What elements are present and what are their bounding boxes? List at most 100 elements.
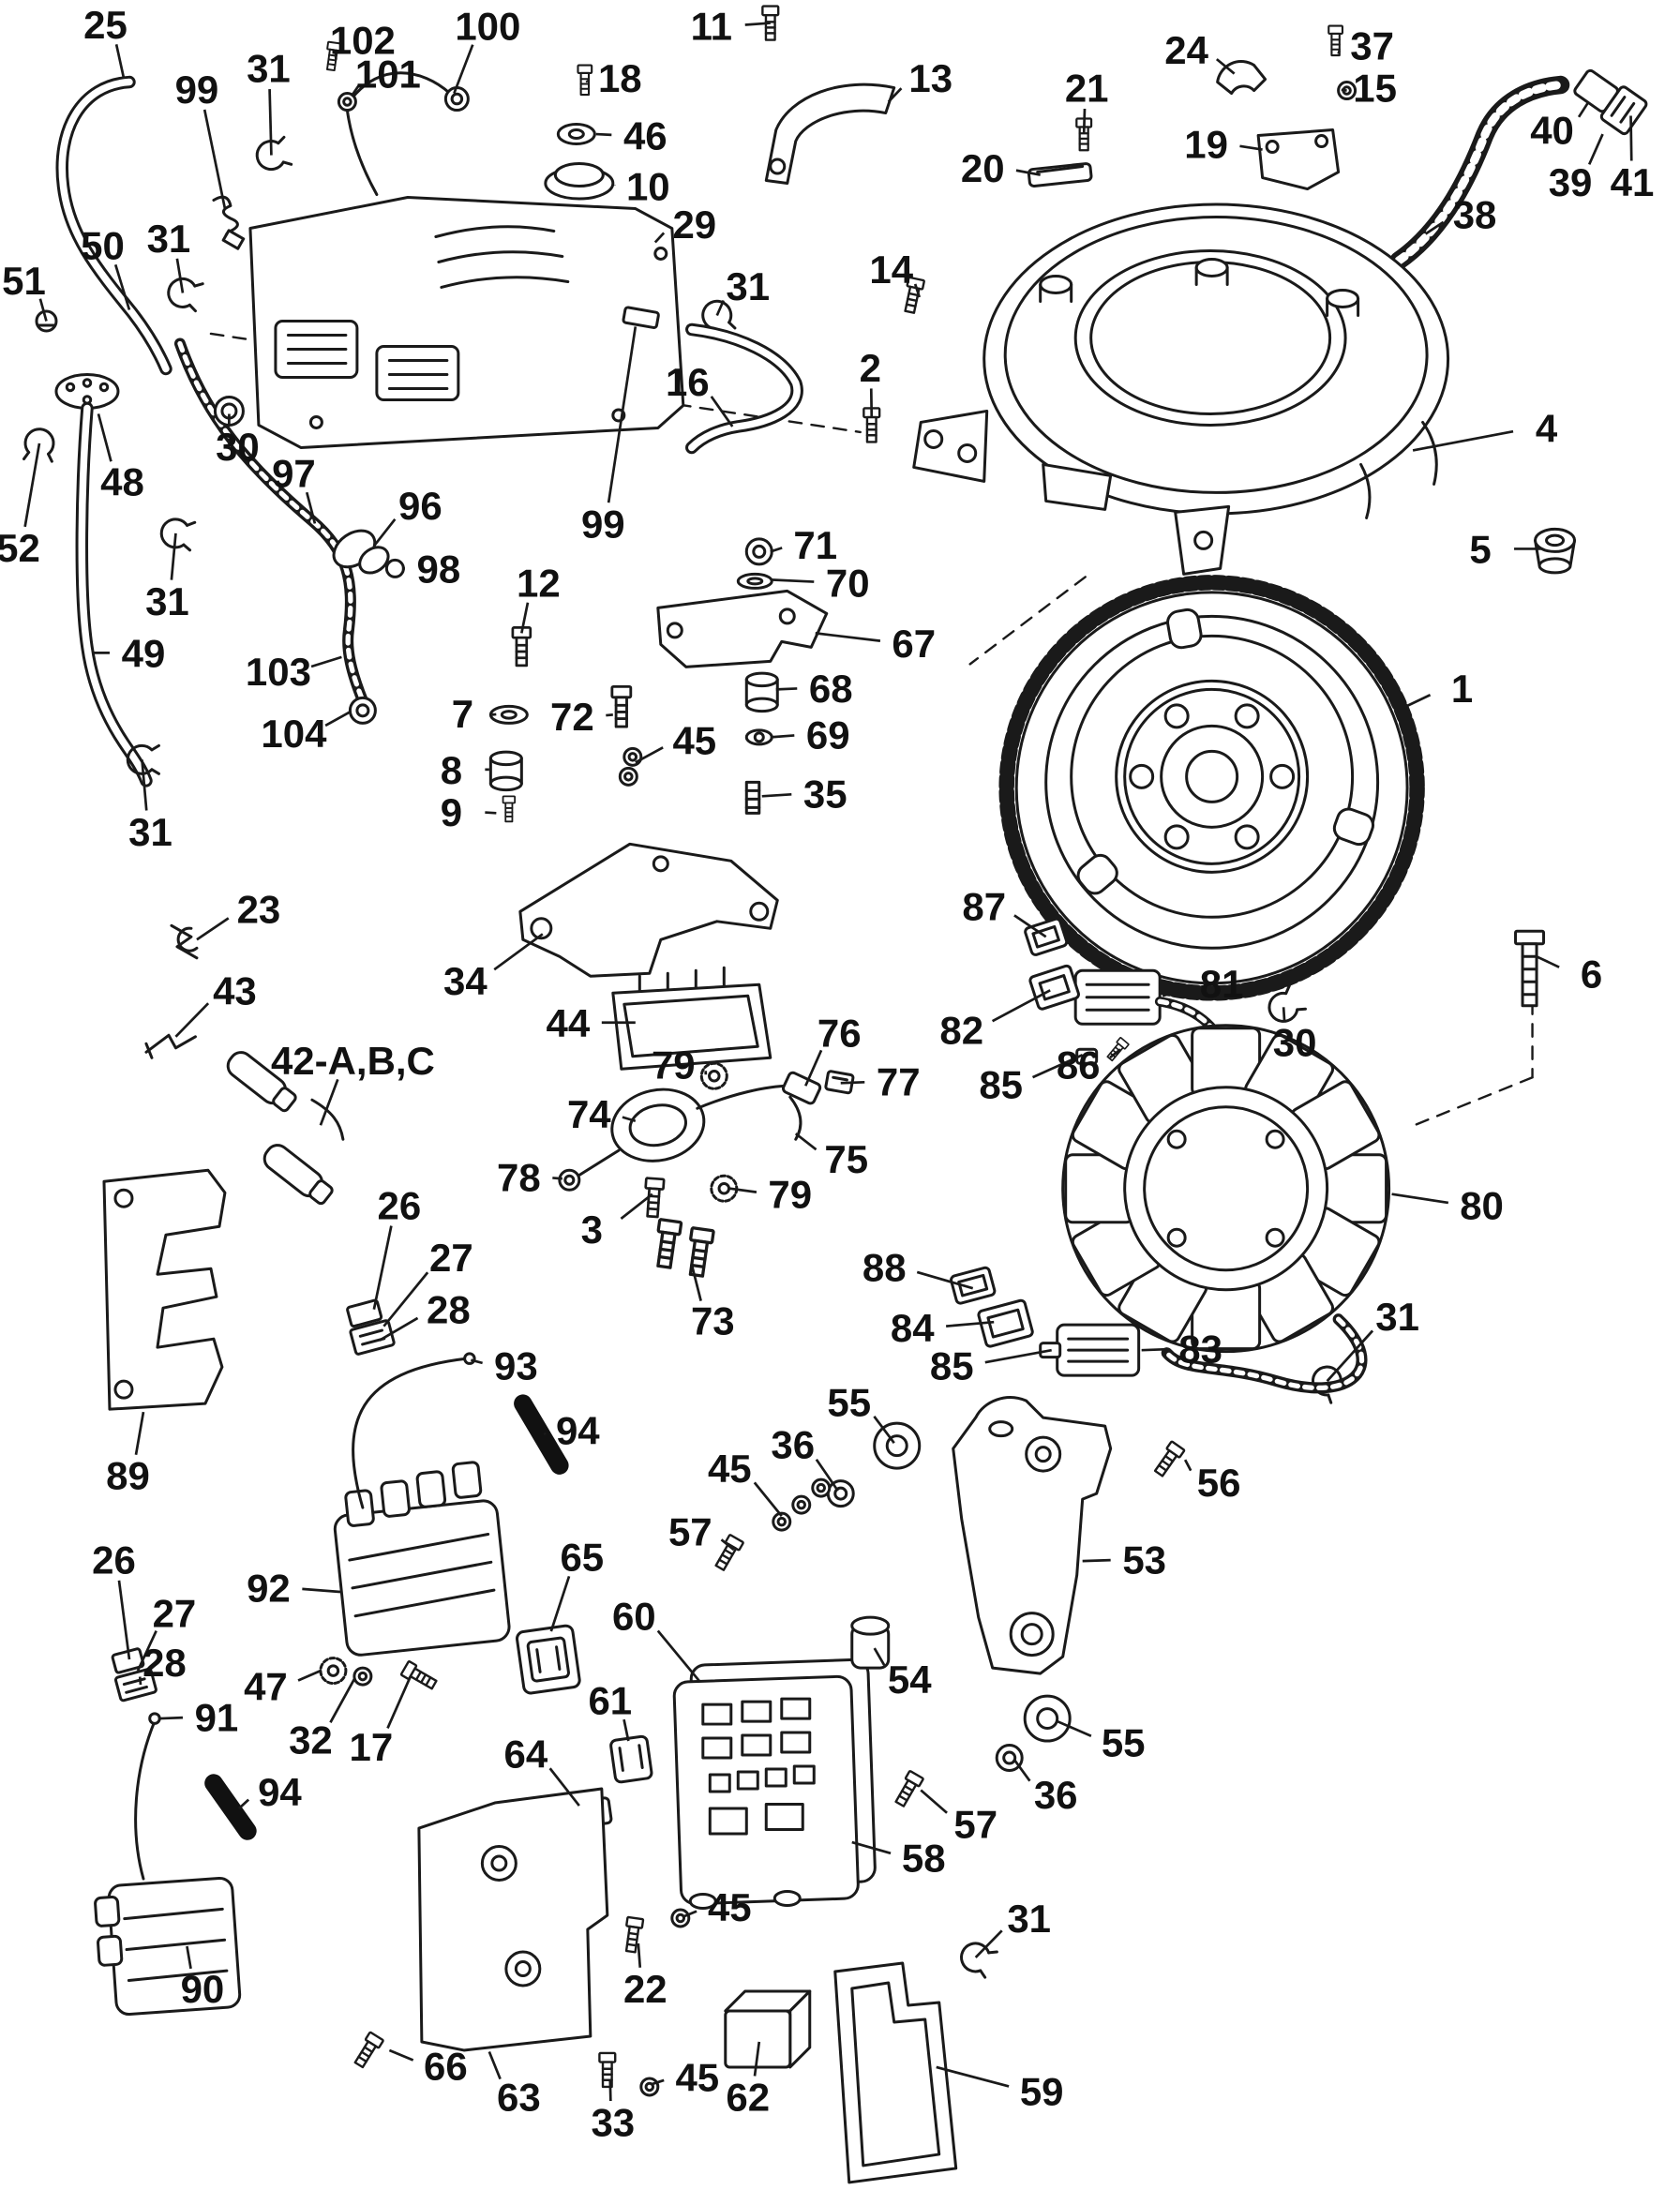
part-label-57: 57 xyxy=(953,1803,998,1847)
part-label-26: 26 xyxy=(378,1184,422,1228)
clamp-31 xyxy=(252,135,293,174)
leader-line-77 xyxy=(840,1080,865,1085)
part-label-79: 79 xyxy=(768,1173,812,1217)
part-label-75: 75 xyxy=(824,1137,868,1181)
part-label-103: 103 xyxy=(246,650,311,694)
part-label-3: 3 xyxy=(581,1208,603,1252)
part-label-101: 101 xyxy=(355,52,421,97)
leader-line-100 xyxy=(453,44,474,95)
leader-line-90 xyxy=(186,1945,192,1970)
part-label-52: 52 xyxy=(0,526,40,570)
part-label-45: 45 xyxy=(708,1447,752,1491)
nut-71 xyxy=(744,537,773,566)
bolt-73 xyxy=(652,1217,683,1270)
leader-line-67 xyxy=(815,632,881,642)
bracket-13 xyxy=(764,82,896,186)
bracket-89 xyxy=(102,1168,227,1411)
bushing-69 xyxy=(744,728,773,746)
part-label-72: 72 xyxy=(550,695,594,739)
part-label-60: 60 xyxy=(612,1595,656,1639)
leader-line-24 xyxy=(1215,58,1236,75)
leader-line-46 xyxy=(595,132,612,137)
part-label-28: 28 xyxy=(142,1641,187,1685)
leader-line-28 xyxy=(138,1676,142,1686)
washer-45 xyxy=(670,1908,691,1928)
part-label-44: 44 xyxy=(546,1001,590,1045)
part-label-99: 99 xyxy=(175,68,219,112)
leader-line-96 xyxy=(372,518,397,548)
part-label-34: 34 xyxy=(443,959,488,1003)
leader-line-31 xyxy=(175,258,185,293)
cap-10 xyxy=(544,162,615,201)
washer-45 xyxy=(791,1494,812,1515)
leader-line-54 xyxy=(873,1647,886,1666)
leader-line-94 xyxy=(238,1798,250,1810)
leader-line-84 xyxy=(946,1320,995,1328)
part-label-96: 96 xyxy=(398,484,442,528)
part-label-86: 86 xyxy=(1057,1043,1101,1088)
screw-22 xyxy=(622,1915,645,1955)
leader-line-80 xyxy=(1391,1192,1449,1205)
bracket-67 xyxy=(656,589,829,668)
leader-line-32 xyxy=(329,1678,356,1723)
part-label-50: 50 xyxy=(81,223,125,267)
part-label-74: 74 xyxy=(567,1092,611,1136)
leader-line-71 xyxy=(770,547,783,553)
leader-line-19 xyxy=(1239,144,1263,151)
part-label-102: 102 xyxy=(330,19,396,63)
part-label-30: 30 xyxy=(216,425,260,469)
leader-line-14 xyxy=(913,283,922,298)
leader-line-6 xyxy=(1536,955,1560,968)
part-label-10: 10 xyxy=(626,165,670,209)
part-label-31: 31 xyxy=(726,264,770,308)
leader-line-26 xyxy=(372,1225,393,1310)
leader-line-39 xyxy=(1587,133,1604,165)
leader-line-59 xyxy=(936,2065,1010,2088)
vent-tube xyxy=(54,372,153,788)
nut-45 xyxy=(639,2077,660,2097)
leader-line-94 xyxy=(543,1432,547,1435)
part-label-45: 45 xyxy=(675,2055,719,2099)
part-label-99: 99 xyxy=(581,502,625,546)
relay-62 xyxy=(724,1989,812,2069)
leader-line-79 xyxy=(729,1187,758,1193)
leader-line-33 xyxy=(608,2080,612,2102)
part-label-36: 36 xyxy=(1034,1773,1078,1817)
grommet-5 xyxy=(1534,527,1577,575)
leader-line-68 xyxy=(775,687,798,691)
leader-line-38 xyxy=(1424,220,1445,235)
leader-line-30 xyxy=(1282,1007,1286,1023)
mount-plate-34 xyxy=(518,842,779,1009)
grommet-46 xyxy=(556,123,596,146)
leader-line-97 xyxy=(305,491,317,524)
leader-line-60 xyxy=(656,1629,701,1683)
leader-line-17 xyxy=(386,1675,412,1729)
grommet-84 xyxy=(977,1298,1034,1348)
screw-37 xyxy=(1328,24,1344,57)
part-label-63: 63 xyxy=(497,2075,541,2119)
clip-23 xyxy=(170,923,199,960)
part-label-91: 91 xyxy=(195,1696,239,1740)
leader-line-103 xyxy=(310,655,342,668)
grommet-88 xyxy=(950,1266,997,1305)
lockwasher-79 xyxy=(699,1061,728,1090)
leader-line-55 xyxy=(1057,1719,1092,1737)
part-label-82: 82 xyxy=(939,1008,983,1052)
leader-line-50 xyxy=(113,263,131,310)
part-label-81: 81 xyxy=(1200,962,1244,1006)
part-label-20: 20 xyxy=(961,146,1005,190)
leader-line-61 xyxy=(622,1718,630,1742)
part-label-23: 23 xyxy=(237,887,281,931)
leader-line-1 xyxy=(1397,694,1432,712)
ignition-coil-92 xyxy=(333,1461,511,1657)
electrical-box xyxy=(672,1658,877,1911)
part-label-69: 69 xyxy=(806,712,850,757)
part-label-2: 2 xyxy=(860,346,881,390)
washer-32 xyxy=(352,1666,373,1687)
part-label-12: 12 xyxy=(517,561,561,605)
fuse-65 xyxy=(516,1624,581,1695)
part-label-33: 33 xyxy=(591,2100,635,2144)
part-label-84: 84 xyxy=(891,1306,935,1350)
part-label-22: 22 xyxy=(623,1967,668,2011)
